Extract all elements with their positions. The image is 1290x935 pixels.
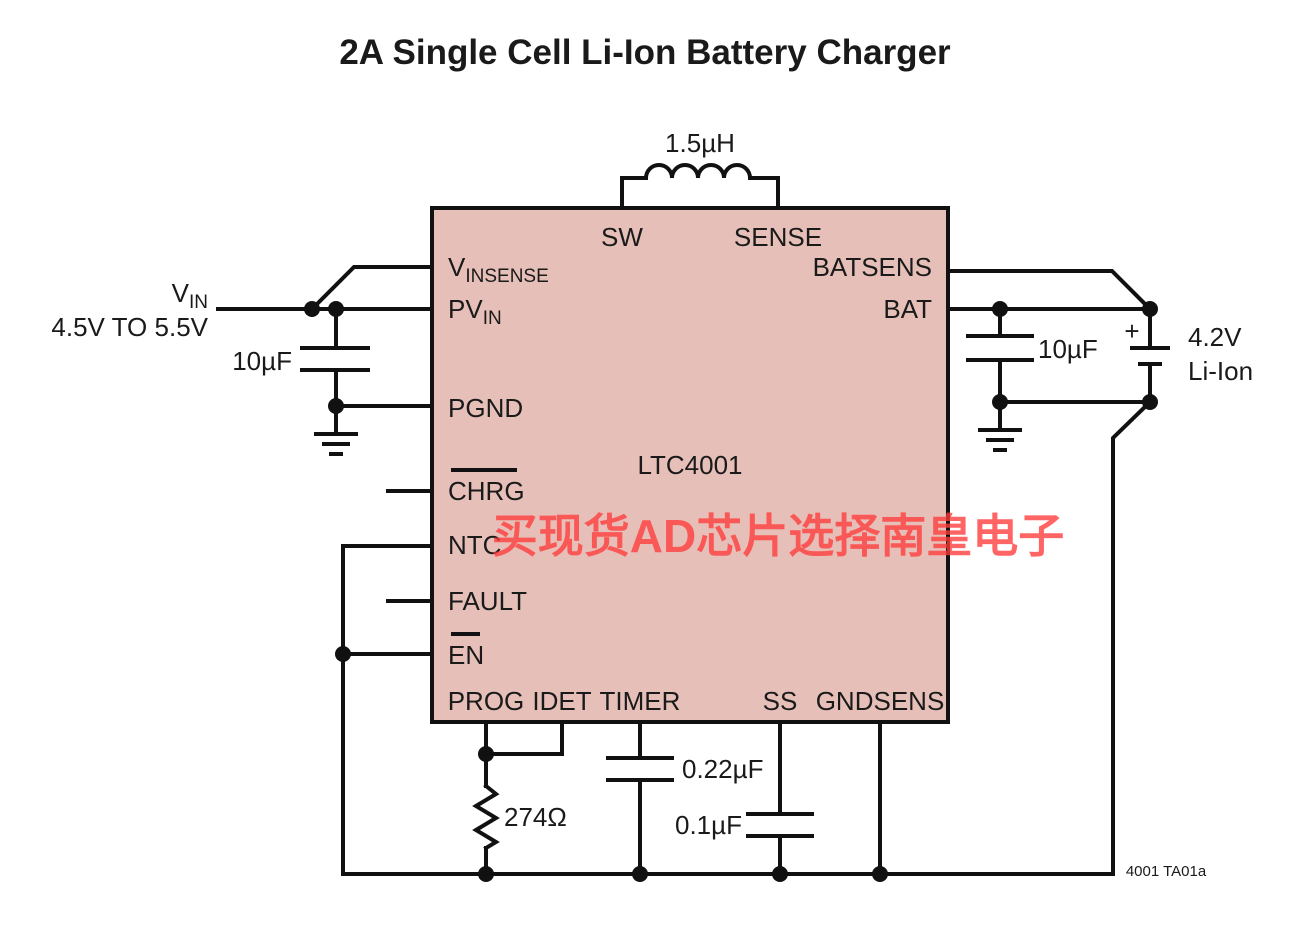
inductor-value: 1.5µH xyxy=(665,128,735,158)
cin-value: 10µF xyxy=(232,346,292,376)
prog-resistor xyxy=(472,720,564,876)
junction-timer-gnd xyxy=(632,866,648,882)
pin-sense: SENSE xyxy=(734,222,822,252)
junction-pgnd xyxy=(328,398,344,414)
pin-en: EN xyxy=(448,640,484,670)
ground-symbol-right xyxy=(978,428,1022,452)
battery-type: Li-Ion xyxy=(1188,356,1253,386)
input-wiring xyxy=(216,265,434,434)
chip-body xyxy=(430,206,950,724)
resistor-value: 274Ω xyxy=(504,802,567,832)
pin-ntc: NTC xyxy=(448,530,501,560)
chip-name: LTC4001 xyxy=(637,450,742,480)
pin-chrg: CHRG xyxy=(448,476,525,506)
pin-pgnd: PGND xyxy=(448,393,523,423)
pin-pvin: PVIN xyxy=(448,294,502,329)
pin-vinsense: VINSENSE xyxy=(448,252,549,287)
ground-symbol-left xyxy=(314,432,358,456)
pin-timer: TIMER xyxy=(600,686,681,716)
cout-value: 10µF xyxy=(1038,334,1098,364)
junction-prog xyxy=(478,746,494,762)
pin-bat: BAT xyxy=(883,294,932,324)
pin-idet: IDET xyxy=(532,686,591,716)
pin-fault: FAULT xyxy=(448,586,527,616)
junction-prog-gnd xyxy=(478,866,494,882)
junction-vin xyxy=(304,301,320,317)
output-wiring xyxy=(946,269,1153,876)
css-value: 0.1µF xyxy=(675,810,742,840)
inductor xyxy=(620,163,780,210)
pin-ss: SS xyxy=(763,686,798,716)
output-capacitor xyxy=(966,334,1034,362)
battery-voltage: 4.2V xyxy=(1188,322,1242,352)
junction-bat-cap xyxy=(992,301,1008,317)
junction-ss-gnd xyxy=(772,866,788,882)
ss-capacitor xyxy=(746,720,814,876)
pin-gndsens: GNDSENS xyxy=(816,686,945,716)
junction-cout-gnd xyxy=(992,394,1008,410)
battery-plus: + xyxy=(1124,316,1139,346)
timer-capacitor xyxy=(606,720,674,876)
input-capacitor xyxy=(300,346,370,372)
ctimer-value: 0.22µF xyxy=(682,754,763,784)
watermark-text: 买现货AD芯片选择南皇电子 xyxy=(492,510,1064,562)
junction-gndsens xyxy=(872,866,888,882)
pin-prog: PROG xyxy=(448,686,525,716)
junction-en xyxy=(335,646,351,662)
pin-batsens: BATSENS xyxy=(813,252,932,282)
figure-id: 4001 TA01a xyxy=(1126,863,1207,880)
vin-label: VIN xyxy=(172,278,208,313)
vin-range: 4.5V TO 5.5V xyxy=(51,312,208,342)
junction-bat-neg xyxy=(1142,394,1158,410)
junction-bat-pos xyxy=(1142,301,1158,317)
ntc-en-wiring xyxy=(341,544,434,876)
figure-title: 2A Single Cell Li-Ion Battery Charger xyxy=(339,33,951,72)
pin-sw: SW xyxy=(601,222,643,252)
junction-cin-top xyxy=(328,301,344,317)
